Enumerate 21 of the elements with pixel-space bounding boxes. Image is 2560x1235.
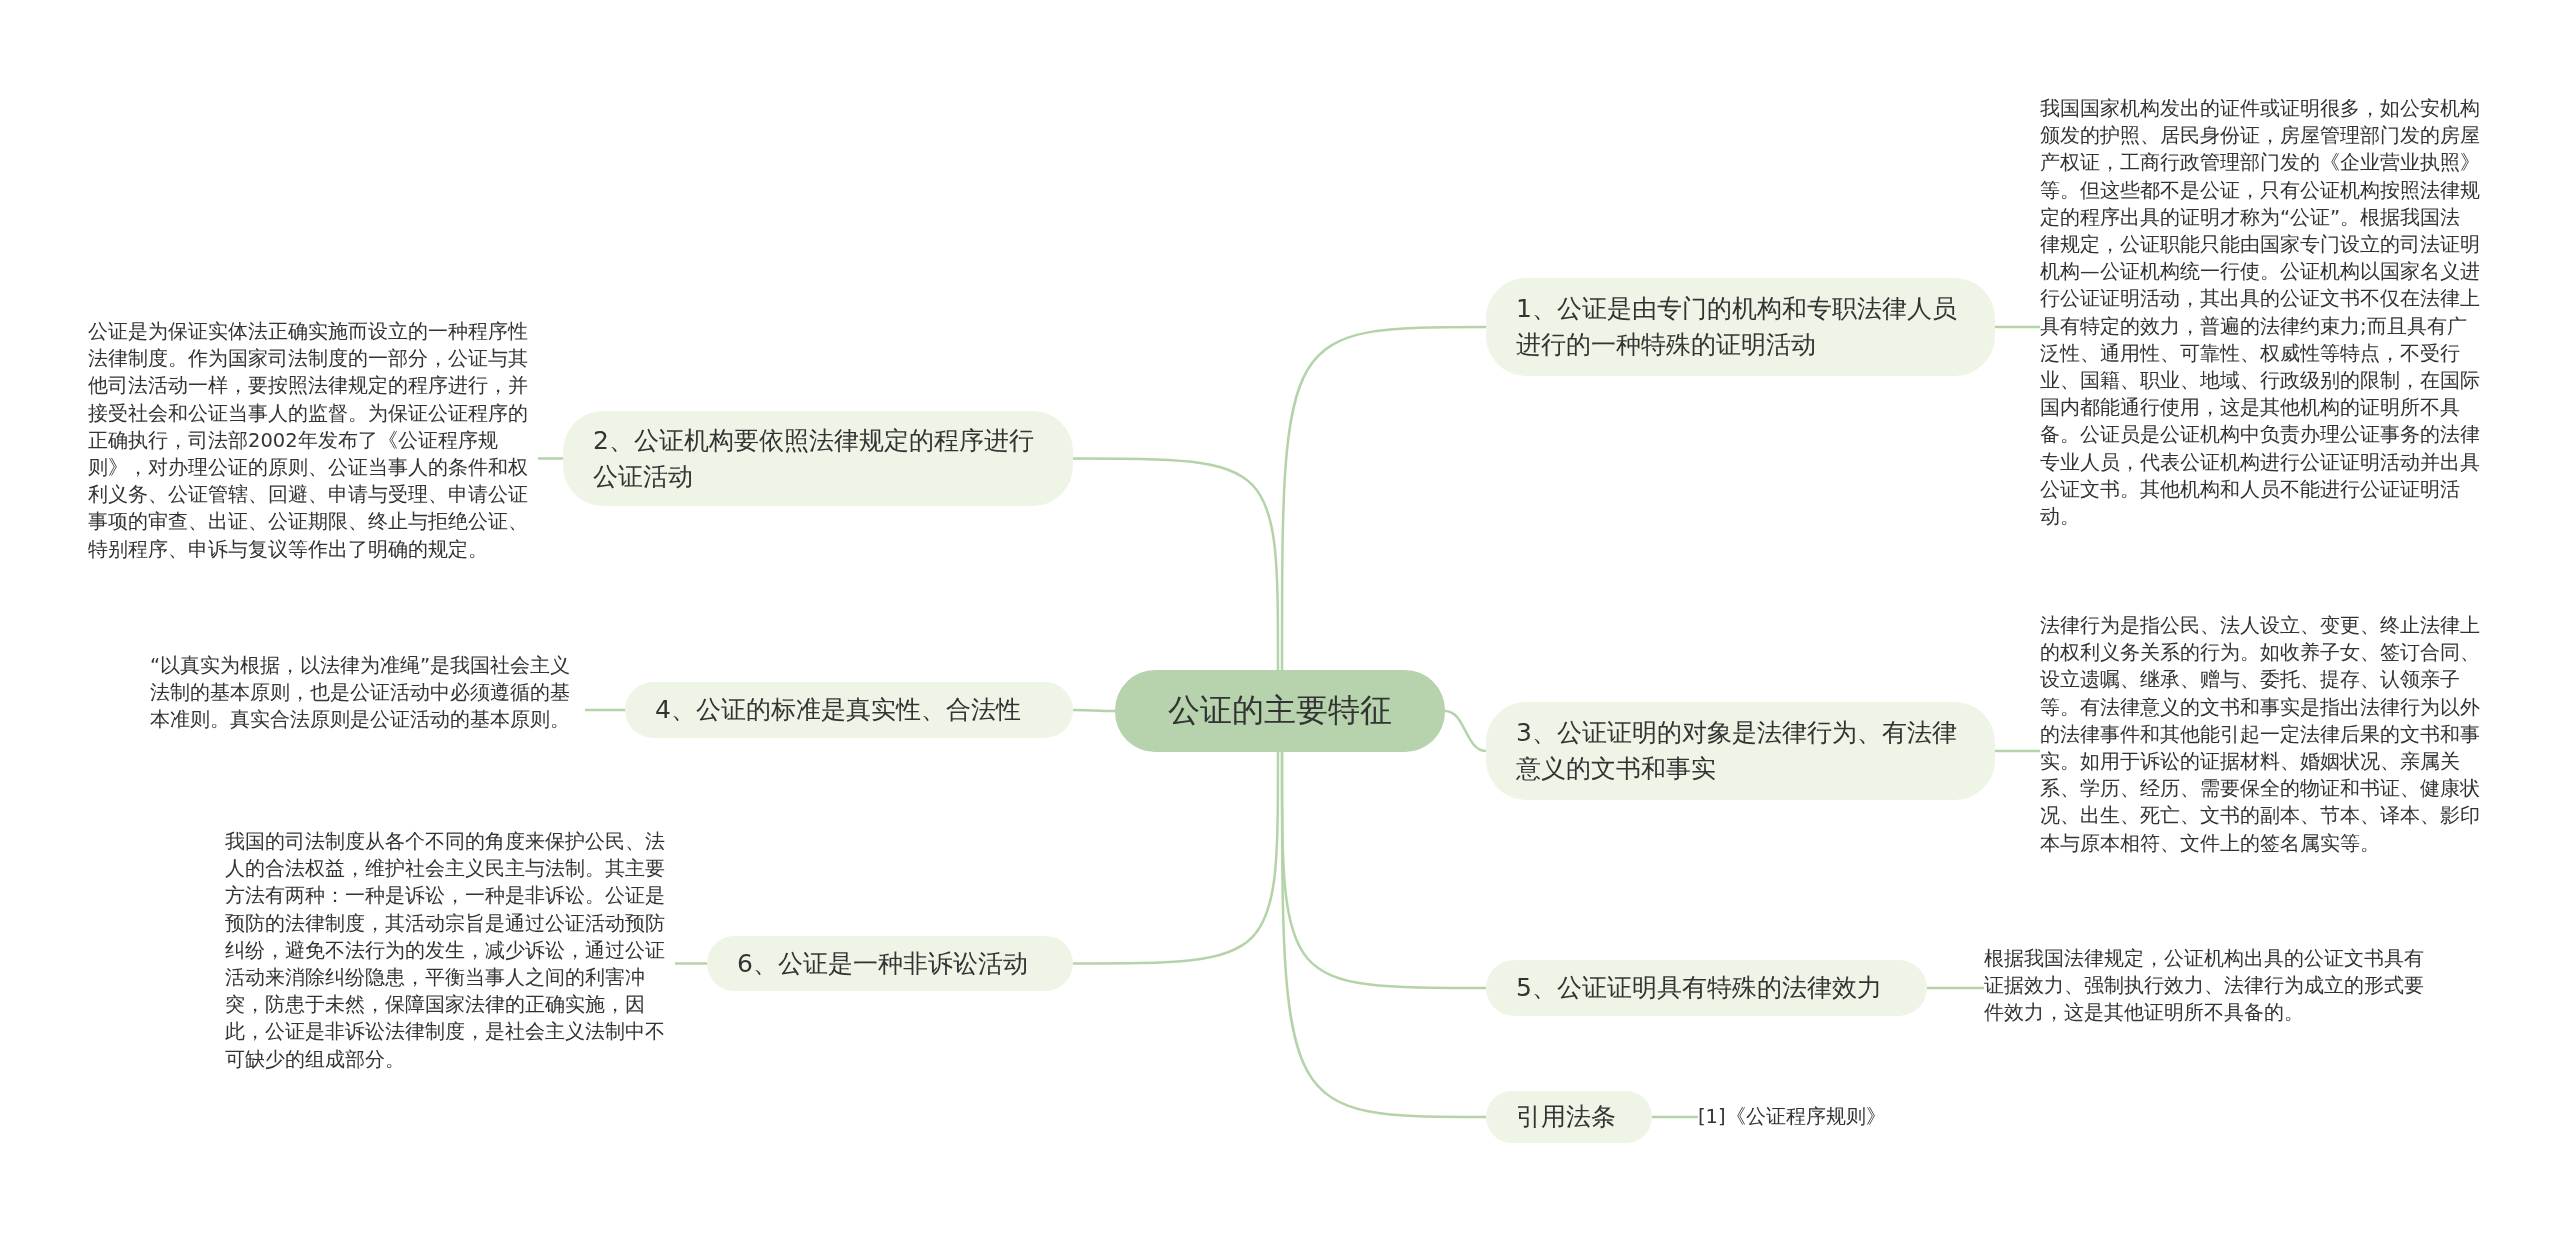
connector-line [585, 708, 625, 712]
topic-box: 3、公证证明的对象是法律行为、有法律意义的文书和事实 [1486, 702, 1995, 800]
topic-box: 2、公证机构要依照法律规定的程序进行公证活动 [563, 411, 1073, 506]
connector-line [538, 457, 563, 460]
connector-line [1073, 457, 1280, 670]
connector-line [675, 962, 707, 965]
connector-line [1073, 708, 1115, 713]
topic-box: 5、公证证明具有特殊的法律效力 [1486, 960, 1927, 1016]
connector-line [1652, 1115, 1698, 1119]
central-topic: 公证的主要特征 [1115, 670, 1445, 752]
connector-line [1927, 986, 1984, 990]
topic-box: 6、公证是一种非诉讼活动 [707, 936, 1073, 991]
topic-box: 4、公证的标准是真实性、合法性 [625, 682, 1073, 738]
connector-line [1280, 325, 1486, 670]
topic-box: 引用法条 [1486, 1091, 1652, 1143]
connector-line [1995, 749, 2040, 753]
connector-line [1995, 325, 2040, 329]
topic-box: 1、公证是由专门的机构和专职法律人员进行的一种特殊的证明活动 [1486, 278, 1995, 376]
connector-line [1444, 709, 1487, 753]
connector-line [1073, 752, 1280, 965]
connector-line [1280, 752, 1486, 1119]
